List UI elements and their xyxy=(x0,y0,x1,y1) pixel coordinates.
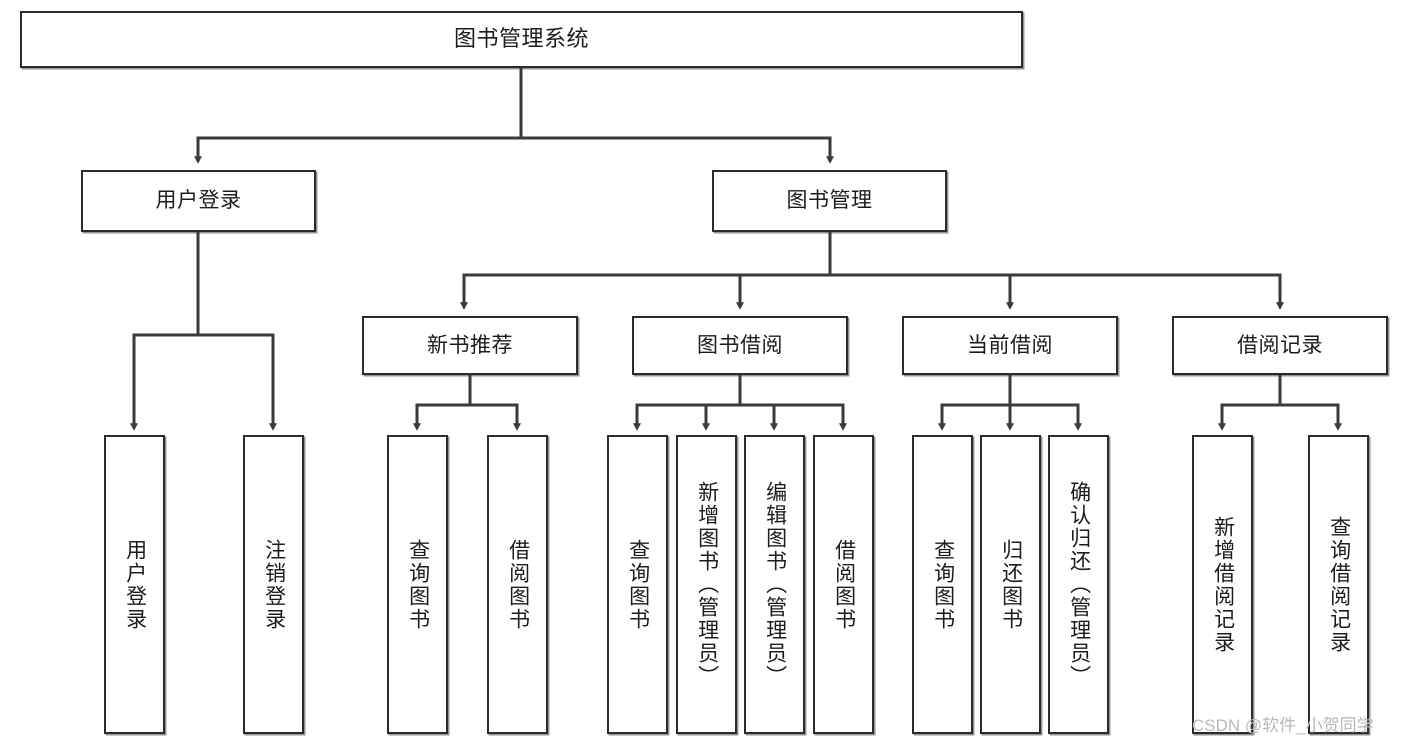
node-label: 图书借阅 xyxy=(697,333,783,357)
leaf-query-book-1[interactable]: 查询图书 xyxy=(387,435,448,734)
node-borrow-record[interactable]: 借阅记录 xyxy=(1172,316,1388,375)
node-user-login[interactable]: 用户登录 xyxy=(81,170,316,232)
leaf-logout-login[interactable]: 注销登录 xyxy=(243,435,304,734)
node-root-book-management-system[interactable]: 图书管理系统 xyxy=(20,11,1023,68)
node-label: 用户登录 xyxy=(123,538,147,631)
node-new-book-recommend[interactable]: 新书推荐 xyxy=(362,316,578,375)
node-label: 当前借阅 xyxy=(967,333,1053,357)
csdn-watermark: CSDN @软件_小贺同学 xyxy=(1192,716,1374,735)
leaf-query-book-2[interactable]: 查询图书 xyxy=(607,435,668,734)
node-label: 编辑图书（管理员） xyxy=(763,481,787,688)
node-book-borrow[interactable]: 图书借阅 xyxy=(632,316,848,375)
node-label: 注销登录 xyxy=(262,538,286,631)
node-label: 新增图书（管理员） xyxy=(695,481,719,688)
node-label: 归还图书 xyxy=(999,538,1023,631)
node-label: 借阅图书 xyxy=(506,538,530,631)
leaf-return-book[interactable]: 归还图书 xyxy=(980,435,1041,734)
leaf-add-borrow-record[interactable]: 新增借阅记录 xyxy=(1192,435,1253,734)
leaf-borrow-book-2[interactable]: 借阅图书 xyxy=(813,435,874,734)
node-label: 新增借阅记录 xyxy=(1211,515,1235,654)
leaf-add-book-admin[interactable]: 新增图书（管理员） xyxy=(676,435,737,734)
node-book-management[interactable]: 图书管理 xyxy=(712,170,947,232)
node-label: 确认归还（管理员） xyxy=(1067,481,1091,688)
node-label: 查询图书 xyxy=(931,538,955,631)
node-label: 借阅记录 xyxy=(1237,333,1323,357)
node-current-borrow[interactable]: 当前借阅 xyxy=(902,316,1118,375)
node-label: 图书管理 xyxy=(786,189,873,213)
leaf-user-login[interactable]: 用户登录 xyxy=(104,435,165,734)
leaf-query-book-3[interactable]: 查询图书 xyxy=(912,435,973,734)
node-label: 借阅图书 xyxy=(832,538,856,631)
node-label: 图书管理系统 xyxy=(453,26,589,52)
node-label: 用户登录 xyxy=(155,189,242,213)
leaf-edit-book-admin[interactable]: 编辑图书（管理员） xyxy=(744,435,805,734)
node-label: 查询图书 xyxy=(406,538,430,631)
node-label: 新书推荐 xyxy=(427,333,513,357)
leaf-borrow-book-1[interactable]: 借阅图书 xyxy=(487,435,548,734)
node-label: 查询借阅记录 xyxy=(1327,515,1351,654)
node-label: 查询图书 xyxy=(626,538,650,631)
leaf-confirm-return-admin[interactable]: 确认归还（管理员） xyxy=(1048,435,1109,734)
leaf-query-borrow-record[interactable]: 查询借阅记录 xyxy=(1308,435,1369,734)
